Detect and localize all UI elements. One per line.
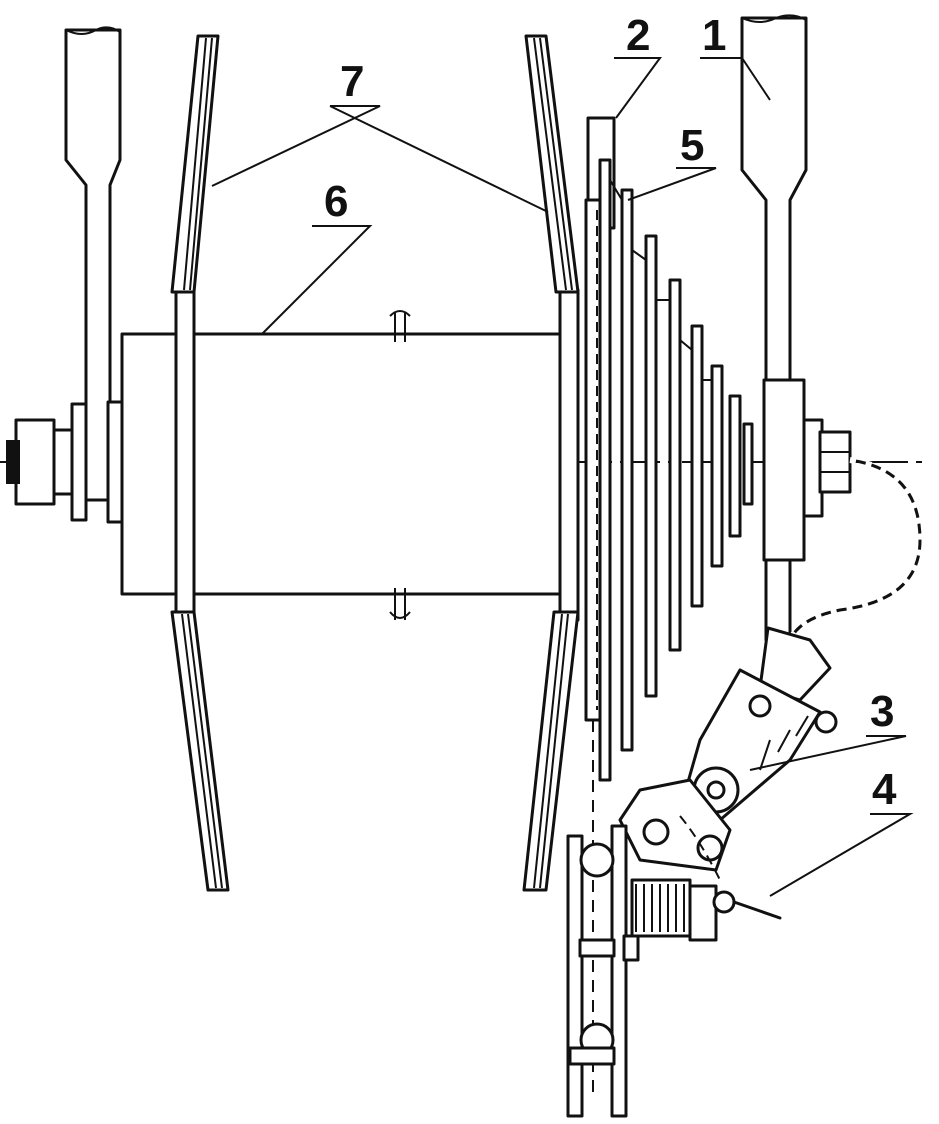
leader-lines: [211, 57, 914, 897]
right-hub-flange: [522, 34, 580, 892]
left-hub-flange: [170, 34, 230, 892]
label-2: 2: [626, 11, 650, 60]
derailleur: [618, 626, 838, 881]
label-3: 3: [870, 687, 894, 736]
right-axle-nut: [818, 430, 852, 494]
label-5: 5: [680, 121, 704, 170]
shift-cable: [787, 457, 924, 642]
label-6: 6: [324, 177, 348, 226]
label-1: 1: [702, 11, 726, 60]
sprocket-cluster: [598, 158, 754, 782]
tension-spring: [630, 878, 782, 942]
label-4: 4: [872, 765, 897, 814]
label-7: 7: [340, 57, 364, 106]
jockey-cage: [566, 824, 640, 1118]
left-axle-nut: [6, 400, 124, 524]
right-dropout: [740, 14, 824, 642]
